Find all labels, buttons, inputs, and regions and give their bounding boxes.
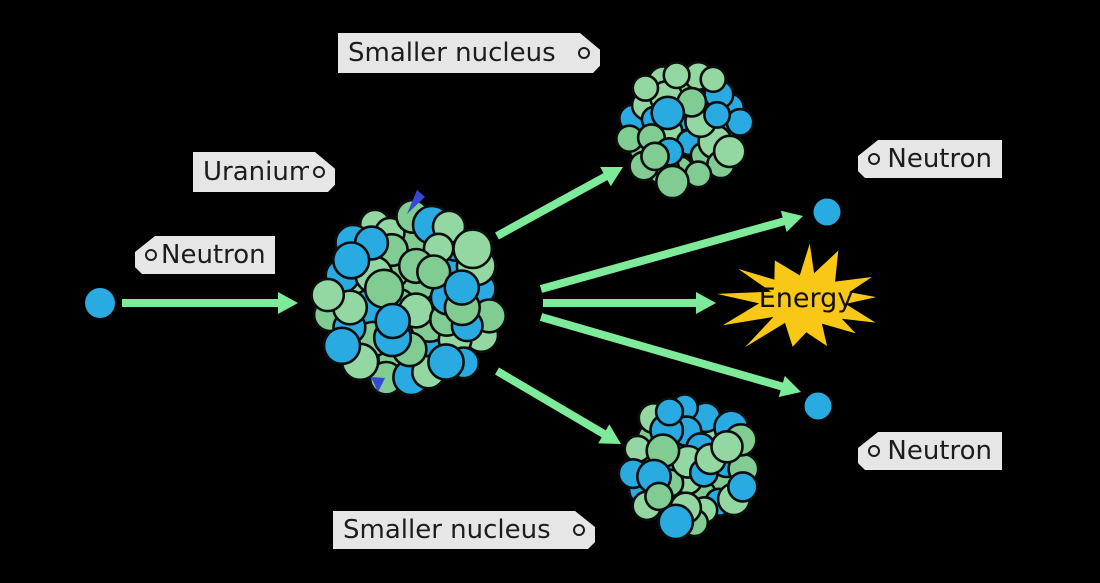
nucleon — [452, 228, 494, 270]
nucleon — [631, 74, 660, 102]
label-uranium: Uranium — [193, 152, 335, 192]
smaller-nucleus-top — [615, 60, 755, 200]
arrow-to-top-neutron — [539, 210, 803, 293]
nucleon — [443, 269, 481, 306]
nucleon — [427, 343, 465, 381]
arrow-incoming-neutron — [122, 292, 298, 314]
impact-mark-top — [407, 190, 425, 214]
neutron-particle-top-right — [813, 198, 841, 226]
tag-hole-icon — [313, 166, 325, 178]
nucleon — [363, 268, 405, 309]
neutron-top-right-text: Neutron — [887, 146, 992, 172]
nucleon — [654, 397, 685, 427]
tag-hole-icon — [578, 47, 590, 59]
nucleon — [662, 61, 691, 90]
tag-hole-icon — [573, 524, 585, 536]
energy-label: Energy — [758, 283, 854, 314]
arrow-to-bottom-nucleus — [494, 367, 621, 444]
label-smaller-nucleus-top: Smaller nucleus — [338, 33, 600, 73]
label-smaller-nucleus-bottom: Smaller nucleus — [333, 511, 595, 549]
nucleon — [699, 65, 728, 94]
energy-burst — [716, 243, 877, 348]
neutron-particle-bottom-right — [804, 392, 832, 420]
smaller-nucleus-top-text: Smaller nucleus — [348, 40, 556, 66]
nucleon — [640, 141, 670, 172]
nucleon — [332, 241, 371, 280]
nucleon — [712, 134, 747, 169]
nucleon — [703, 100, 732, 129]
neutron-left-text: Neutron — [161, 242, 265, 268]
nucleon — [657, 503, 695, 541]
nucleon — [710, 429, 744, 464]
nucleon — [650, 95, 686, 131]
nucleon — [322, 326, 362, 366]
nucleon — [374, 302, 412, 340]
arrow-to-bottom-neutron — [539, 313, 801, 398]
neutron-bottom-right-text: Neutron — [887, 438, 992, 464]
arrow-to-top-nucleus — [495, 166, 623, 240]
nucleon — [416, 254, 452, 290]
tag-hole-icon — [868, 445, 880, 457]
nucleon — [655, 164, 690, 200]
nucleon — [644, 481, 674, 512]
label-neutron-left: Neutron — [135, 236, 275, 274]
neutron-particle-left — [85, 288, 115, 318]
smaller-nucleus-bottom — [617, 393, 760, 541]
label-neutron-bottom-right: Neutron — [858, 432, 1002, 470]
uranium-nucleus — [310, 198, 507, 397]
nucleon — [726, 471, 759, 503]
tag-hole-icon — [145, 249, 157, 261]
label-neutron-top-right: Neutron — [858, 140, 1002, 178]
impact-mark-bottom — [371, 377, 385, 392]
smaller-nucleus-bottom-text: Smaller nucleus — [343, 517, 551, 543]
tag-hole-icon — [868, 153, 880, 165]
arrow-to-energy — [543, 292, 716, 314]
uranium-text: Uranium — [203, 159, 309, 185]
nucleon — [310, 277, 346, 313]
